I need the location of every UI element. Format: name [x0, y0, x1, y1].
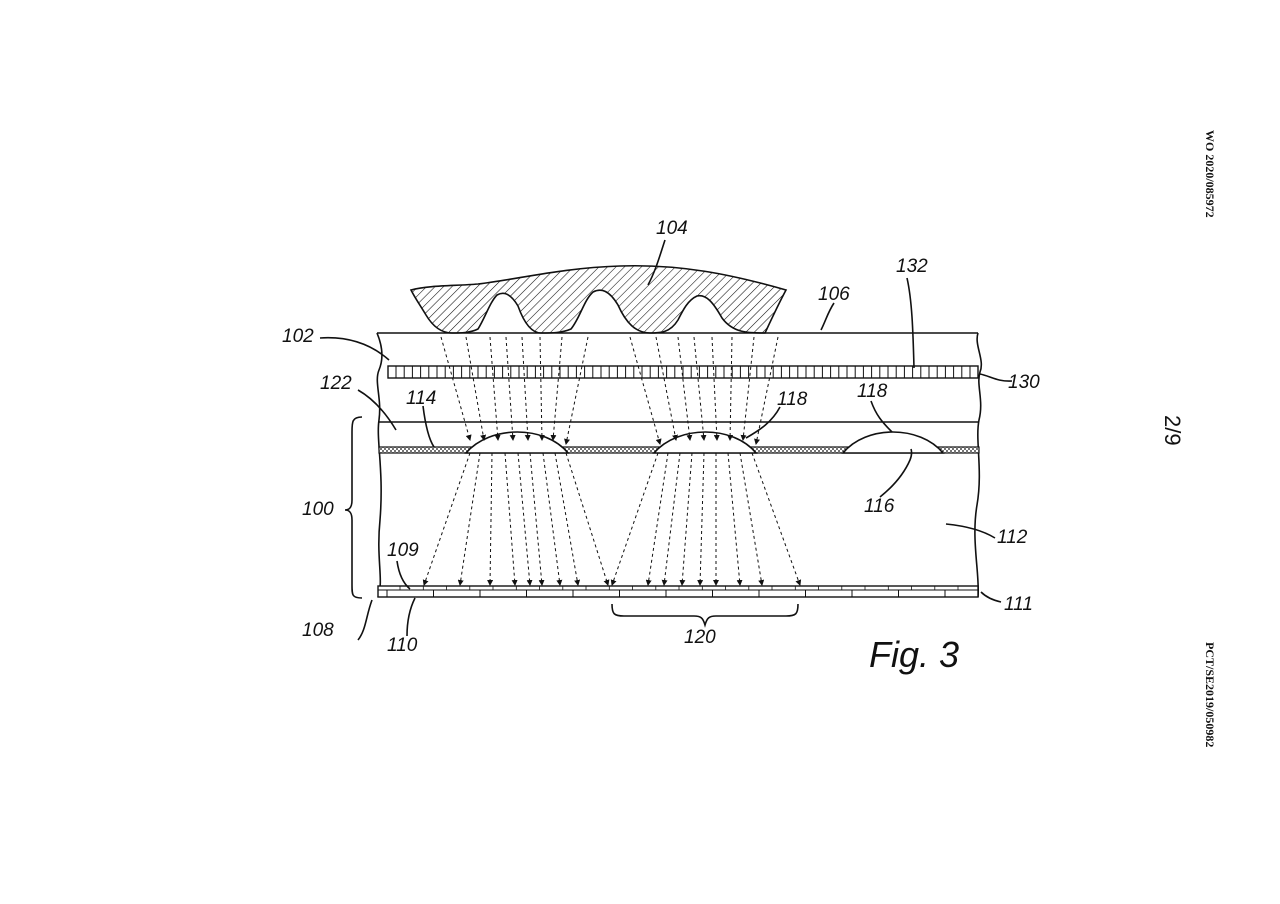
label-102: 102: [282, 326, 314, 347]
leader-114: [422, 405, 435, 448]
leader-122: [357, 389, 397, 431]
light-ray: [655, 336, 678, 441]
light-ray: [629, 336, 662, 445]
sheet-number: 2/9: [1160, 415, 1185, 446]
light-ray: [440, 336, 472, 441]
figure-caption: Fig. 3: [869, 634, 959, 675]
light-ray: [679, 452, 693, 586]
light-rays: [422, 336, 802, 586]
light-ray: [677, 336, 693, 441]
lens-118-a: [464, 431, 570, 454]
light-ray: [521, 336, 531, 441]
label-114: 114: [406, 388, 436, 409]
label-109: 109: [387, 540, 419, 561]
label-106: 106: [818, 284, 850, 305]
light-ray: [554, 452, 581, 586]
leader-104: [647, 239, 666, 286]
lens-118-c: [841, 431, 945, 454]
sensor-pixels: [386, 586, 959, 597]
label-122: 122: [320, 373, 352, 394]
light-ray: [504, 452, 518, 586]
light-ray: [727, 336, 734, 441]
light-ray: [754, 336, 779, 445]
sensor-layer-108: [377, 585, 979, 598]
label-130: 130: [1008, 372, 1040, 393]
label-112: 112: [997, 527, 1028, 548]
light-ray: [645, 452, 669, 586]
leader-112: [945, 523, 996, 539]
leader-110: [406, 597, 416, 637]
leader-118-b: [870, 400, 893, 433]
light-ray: [489, 336, 501, 441]
label-118-a: 118: [777, 389, 808, 410]
light-ray: [565, 452, 610, 586]
label-108: 108: [302, 620, 334, 641]
leader-102: [319, 336, 390, 361]
label-100: 100: [302, 499, 334, 520]
light-ray: [505, 336, 516, 441]
leader-111: [980, 591, 1002, 603]
light-ray: [751, 452, 802, 586]
leader-106: [820, 302, 835, 331]
brace-120: [611, 603, 799, 628]
layer-130-cells: [395, 366, 971, 378]
light-ray: [564, 336, 589, 445]
object-104: [409, 264, 788, 334]
light-ray: [711, 336, 720, 441]
application-number: PCT/SE2019/050982: [1203, 642, 1217, 747]
leader-108: [357, 599, 373, 641]
label-104: 104: [656, 218, 688, 239]
leader-132: [906, 277, 915, 369]
label-120: 120: [684, 627, 716, 648]
light-ray: [740, 336, 755, 441]
label-118-b: 118: [857, 381, 888, 402]
light-ray: [693, 336, 707, 441]
label-116: 116: [864, 496, 895, 517]
light-ray: [739, 452, 765, 586]
light-ray: [542, 452, 563, 586]
leader-130: [979, 373, 1013, 382]
label-110: 110: [387, 635, 418, 656]
light-ray: [550, 336, 563, 441]
stack-left-edge: [376, 332, 383, 598]
leader-118-a: [745, 406, 781, 439]
leader-109: [396, 560, 411, 590]
lens-118-b: [652, 431, 758, 454]
stack-right-edge: [974, 332, 983, 598]
light-ray: [517, 452, 533, 586]
light-ray: [697, 452, 705, 586]
light-ray: [465, 336, 487, 441]
light-ray: [538, 336, 545, 441]
label-111: 111: [1004, 594, 1033, 615]
label-132: 132: [896, 256, 928, 277]
light-ray: [610, 452, 659, 586]
light-ray: [457, 452, 481, 586]
publication-number: WO 2020/085972: [1203, 130, 1217, 218]
brace-100: [344, 416, 363, 599]
light-ray: [487, 452, 494, 586]
light-ray: [727, 452, 743, 586]
light-ray: [661, 452, 681, 586]
light-ray: [529, 452, 545, 586]
light-ray: [422, 452, 471, 586]
leader-116: [879, 448, 913, 498]
